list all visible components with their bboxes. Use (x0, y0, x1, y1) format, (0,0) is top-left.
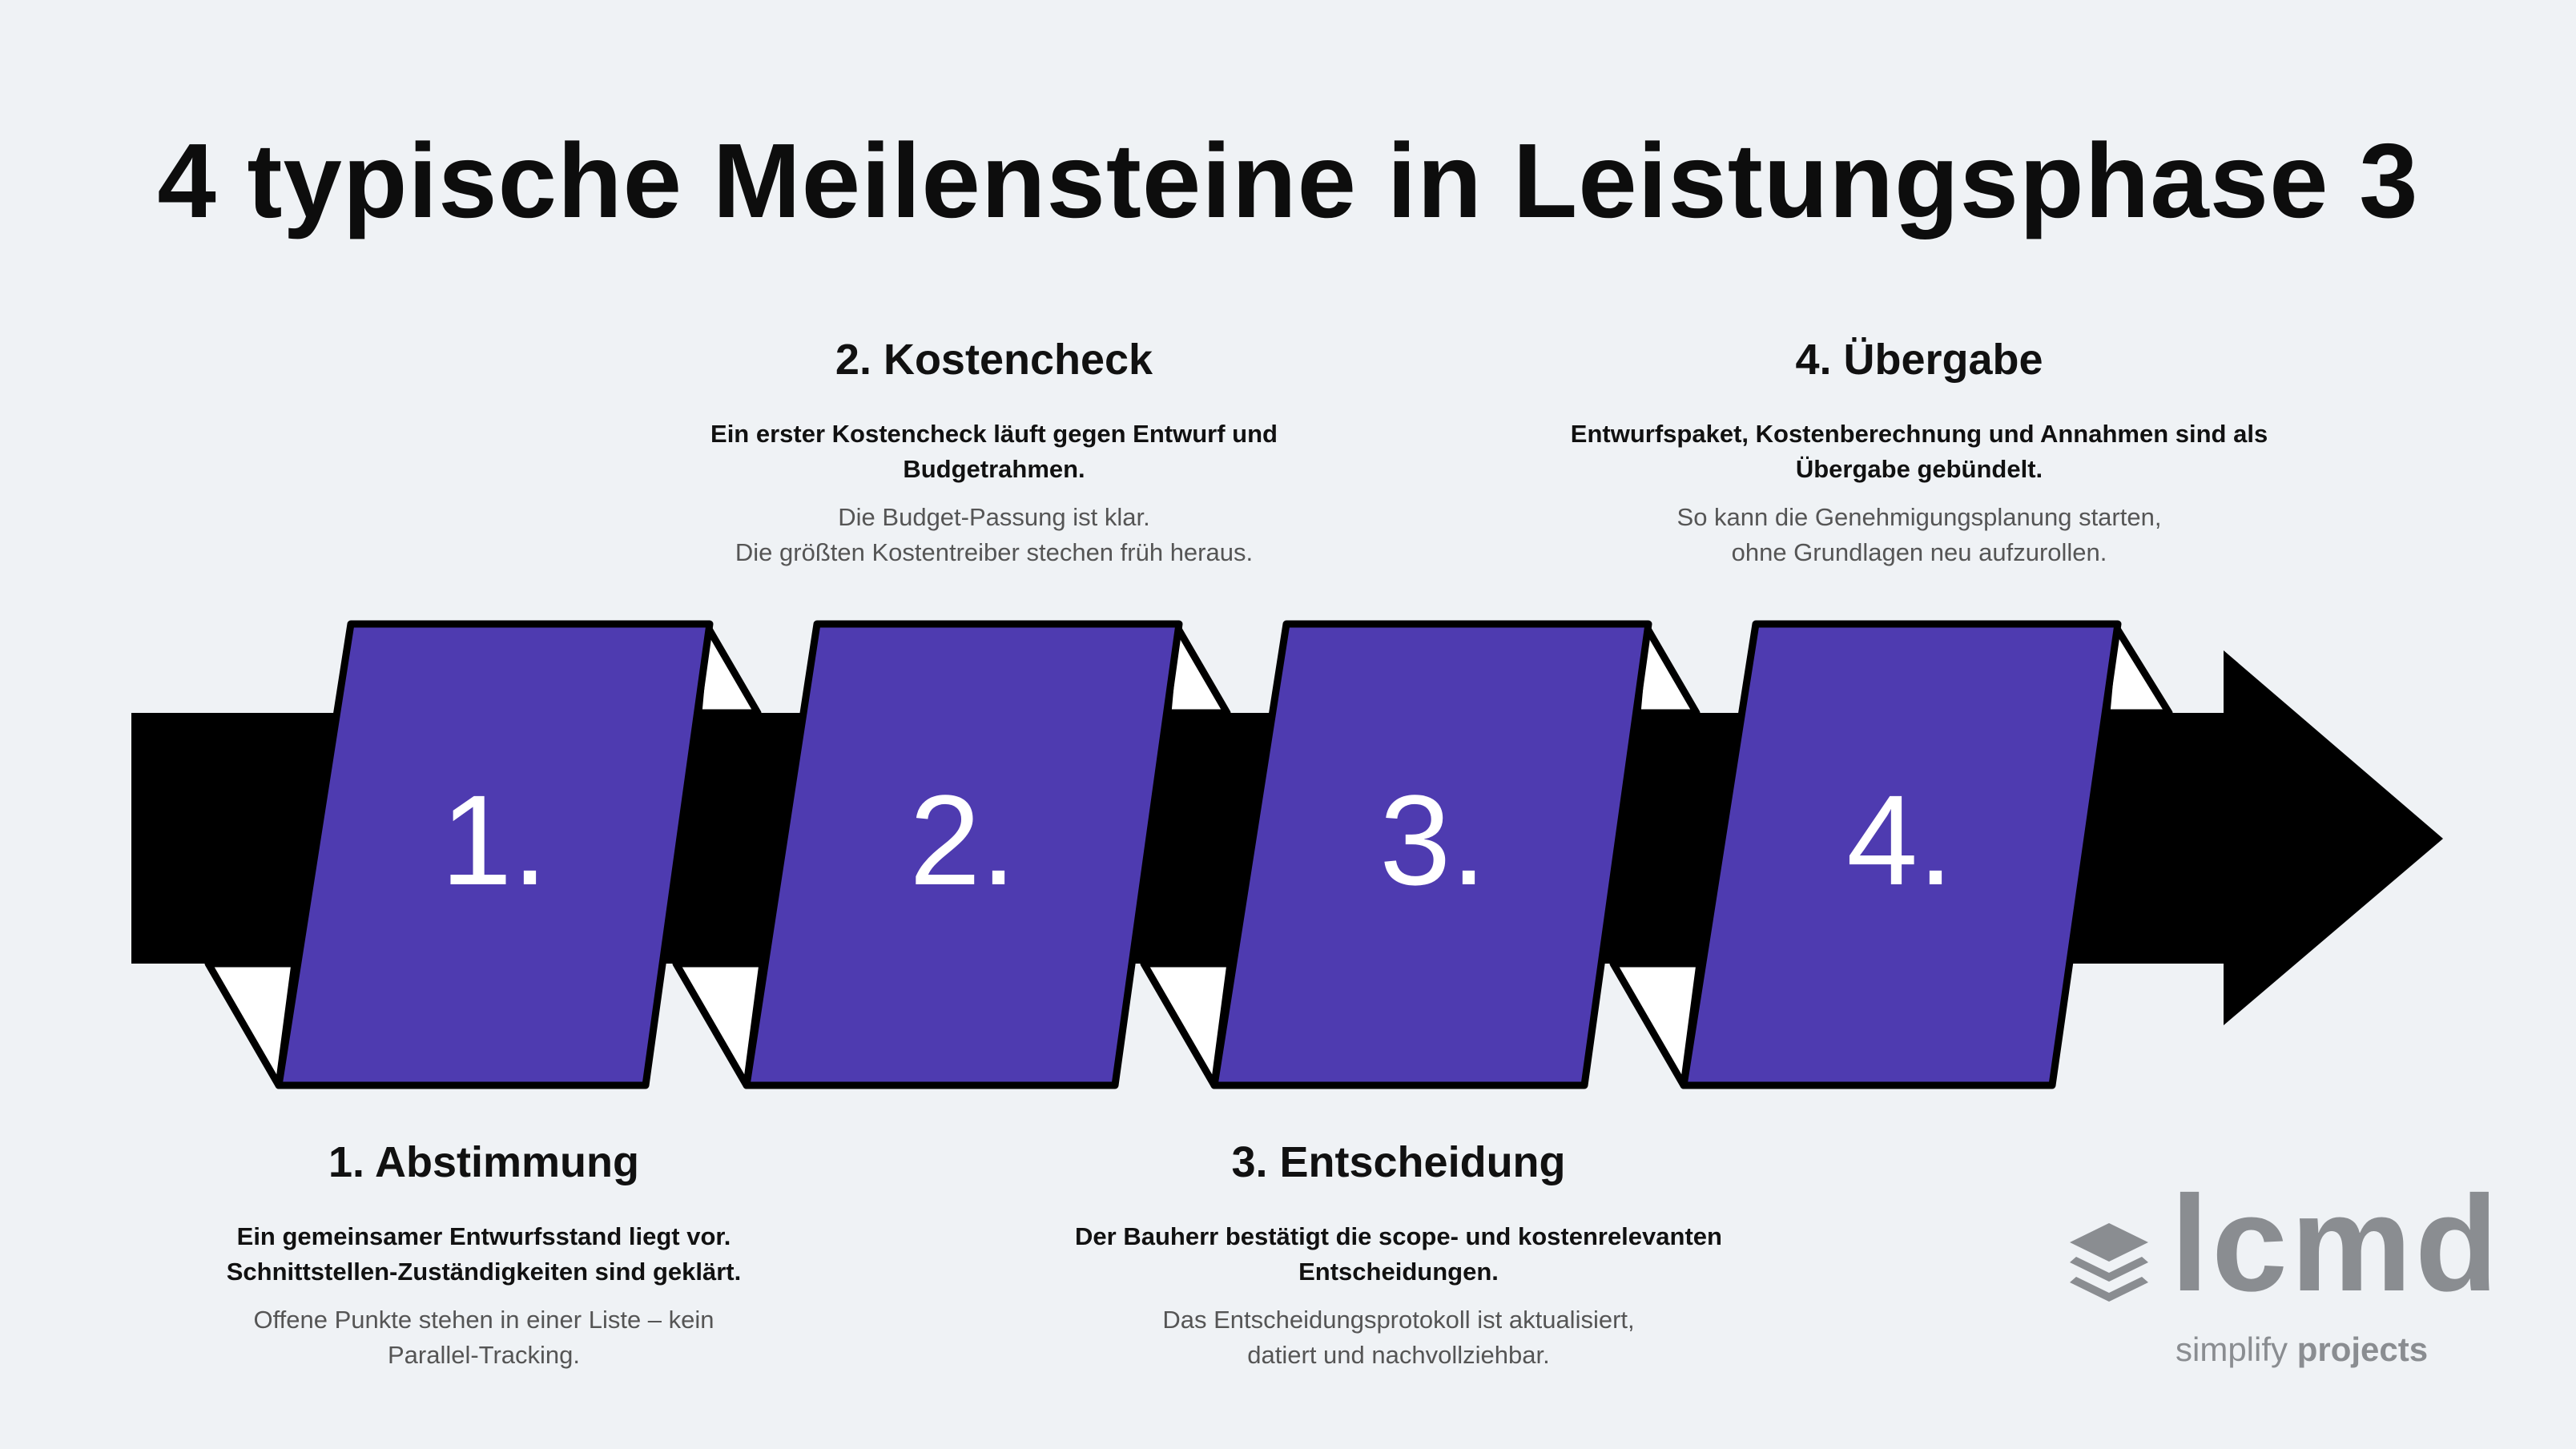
step-4: 4. (1609, 620, 2173, 1089)
page-title: 4 typische Meilensteine in Leistungsphas… (157, 122, 2419, 239)
milestone-detail: So kann die Genehmigungsplanung starten,… (1676, 503, 2162, 566)
milestone-summary: Der Bauherr bestätigt die scope- und kos… (1075, 1222, 1722, 1286)
step-number-2: 2. (909, 768, 1016, 912)
step-1: 1. (204, 620, 762, 1089)
step-panel-4 (1680, 620, 2122, 1089)
milestone-3: 3. Entscheidung Der Bauherr bestätigt di… (998, 1137, 1799, 1373)
milestone-4: 4. Übergabe Entwurfspaket, Kostenberechn… (1519, 335, 2320, 570)
milestone-summary: Entwurfspaket, Kostenberechnung und Anna… (1570, 420, 2268, 483)
step-3: 3. (1140, 620, 1701, 1089)
milestone-2: 2. Kostencheck Ein erster Kostencheck lä… (594, 335, 1395, 570)
milestone-heading: 3. Entscheidung (1231, 1138, 1566, 1186)
step-2: 2. (672, 620, 1231, 1089)
step-number-4: 4. (1846, 768, 1953, 912)
layers-icon (2070, 1223, 2148, 1302)
milestone-1: 1. Abstimmung Ein gemeinsamer Entwurfsst… (83, 1137, 884, 1373)
milestone-heading: 4. Übergabe (1795, 336, 2043, 384)
step-panel-2 (743, 620, 1183, 1089)
milestone-detail: Die Budget-Passung ist klar. Die größten… (735, 503, 1254, 566)
milestone-summary: Ein gemeinsamer Entwurfsstand liegt vor.… (226, 1222, 742, 1286)
logo-tagline: simplify projects (2176, 1330, 2428, 1369)
step-number-1: 1. (441, 768, 547, 912)
tagline-light: simplify (2176, 1330, 2288, 1368)
lcmd-logo: lcmd simplify projects (2059, 1168, 2498, 1382)
step-panel-1 (275, 620, 714, 1089)
logo-wordmark: lcmd (2171, 1168, 2502, 1320)
milestone-heading: 2. Kostencheck (835, 336, 1153, 384)
step-panel-3 (1210, 620, 1652, 1089)
milestone-detail: Offene Punkte stehen in einer Liste – ke… (253, 1306, 714, 1369)
milestone-detail: Das Entscheidungsprotokoll ist aktualisi… (1162, 1306, 1635, 1369)
milestone-summary: Ein erster Kostencheck läuft gegen Entwu… (710, 420, 1278, 483)
step-number-3: 3. (1379, 768, 1486, 912)
milestone-heading: 1. Abstimmung (328, 1138, 640, 1186)
tagline-bold: projects (2296, 1330, 2429, 1368)
